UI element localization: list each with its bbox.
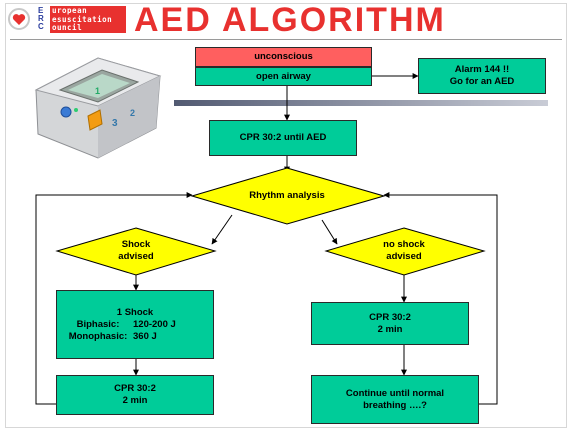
aed-device-illustration bbox=[34, 57, 162, 159]
cpr-right-box: CPR 30:2 2 min bbox=[311, 302, 469, 345]
continue-box: Continue until normal breathing ….? bbox=[311, 375, 479, 424]
erc-initials: E R C bbox=[38, 6, 44, 31]
alarm-box: Alarm 144 !! Go for an AED bbox=[418, 58, 546, 94]
no-shock-advised-label: no shock advised bbox=[383, 239, 425, 262]
decorative-bar bbox=[174, 100, 548, 106]
unconscious-box: unconscious bbox=[195, 47, 372, 67]
shock-advised-diamond bbox=[55, 227, 217, 276]
cpr-until-aed-box: CPR 30:2 until AED bbox=[209, 120, 357, 156]
device-step-2: 2 bbox=[130, 108, 136, 118]
header-divider bbox=[10, 39, 562, 40]
rhythm-analysis-label: Rhythm analysis bbox=[249, 190, 325, 201]
rhythm-analysis-diamond bbox=[190, 167, 386, 225]
erc-logo-words: uropean esuscitation ouncil bbox=[52, 6, 113, 32]
erc-logo-block bbox=[50, 6, 126, 33]
erc-heart-logo-icon bbox=[8, 8, 30, 30]
open-airway-box: open airway bbox=[195, 67, 372, 86]
cpr-left-box: CPR 30:2 2 min bbox=[56, 375, 214, 415]
shock-advised-label: Shock advised bbox=[118, 239, 154, 262]
one-shock-box: 1 Shock Biphasic: 120-200 J Monophasic: … bbox=[56, 290, 214, 359]
slide-frame bbox=[5, 3, 567, 428]
no-shock-advised-diamond bbox=[324, 227, 486, 276]
device-step-1: 1 bbox=[95, 86, 101, 96]
device-step-3: 3 bbox=[112, 118, 118, 129]
page-title: AED ALGORITHM bbox=[134, 1, 446, 39]
